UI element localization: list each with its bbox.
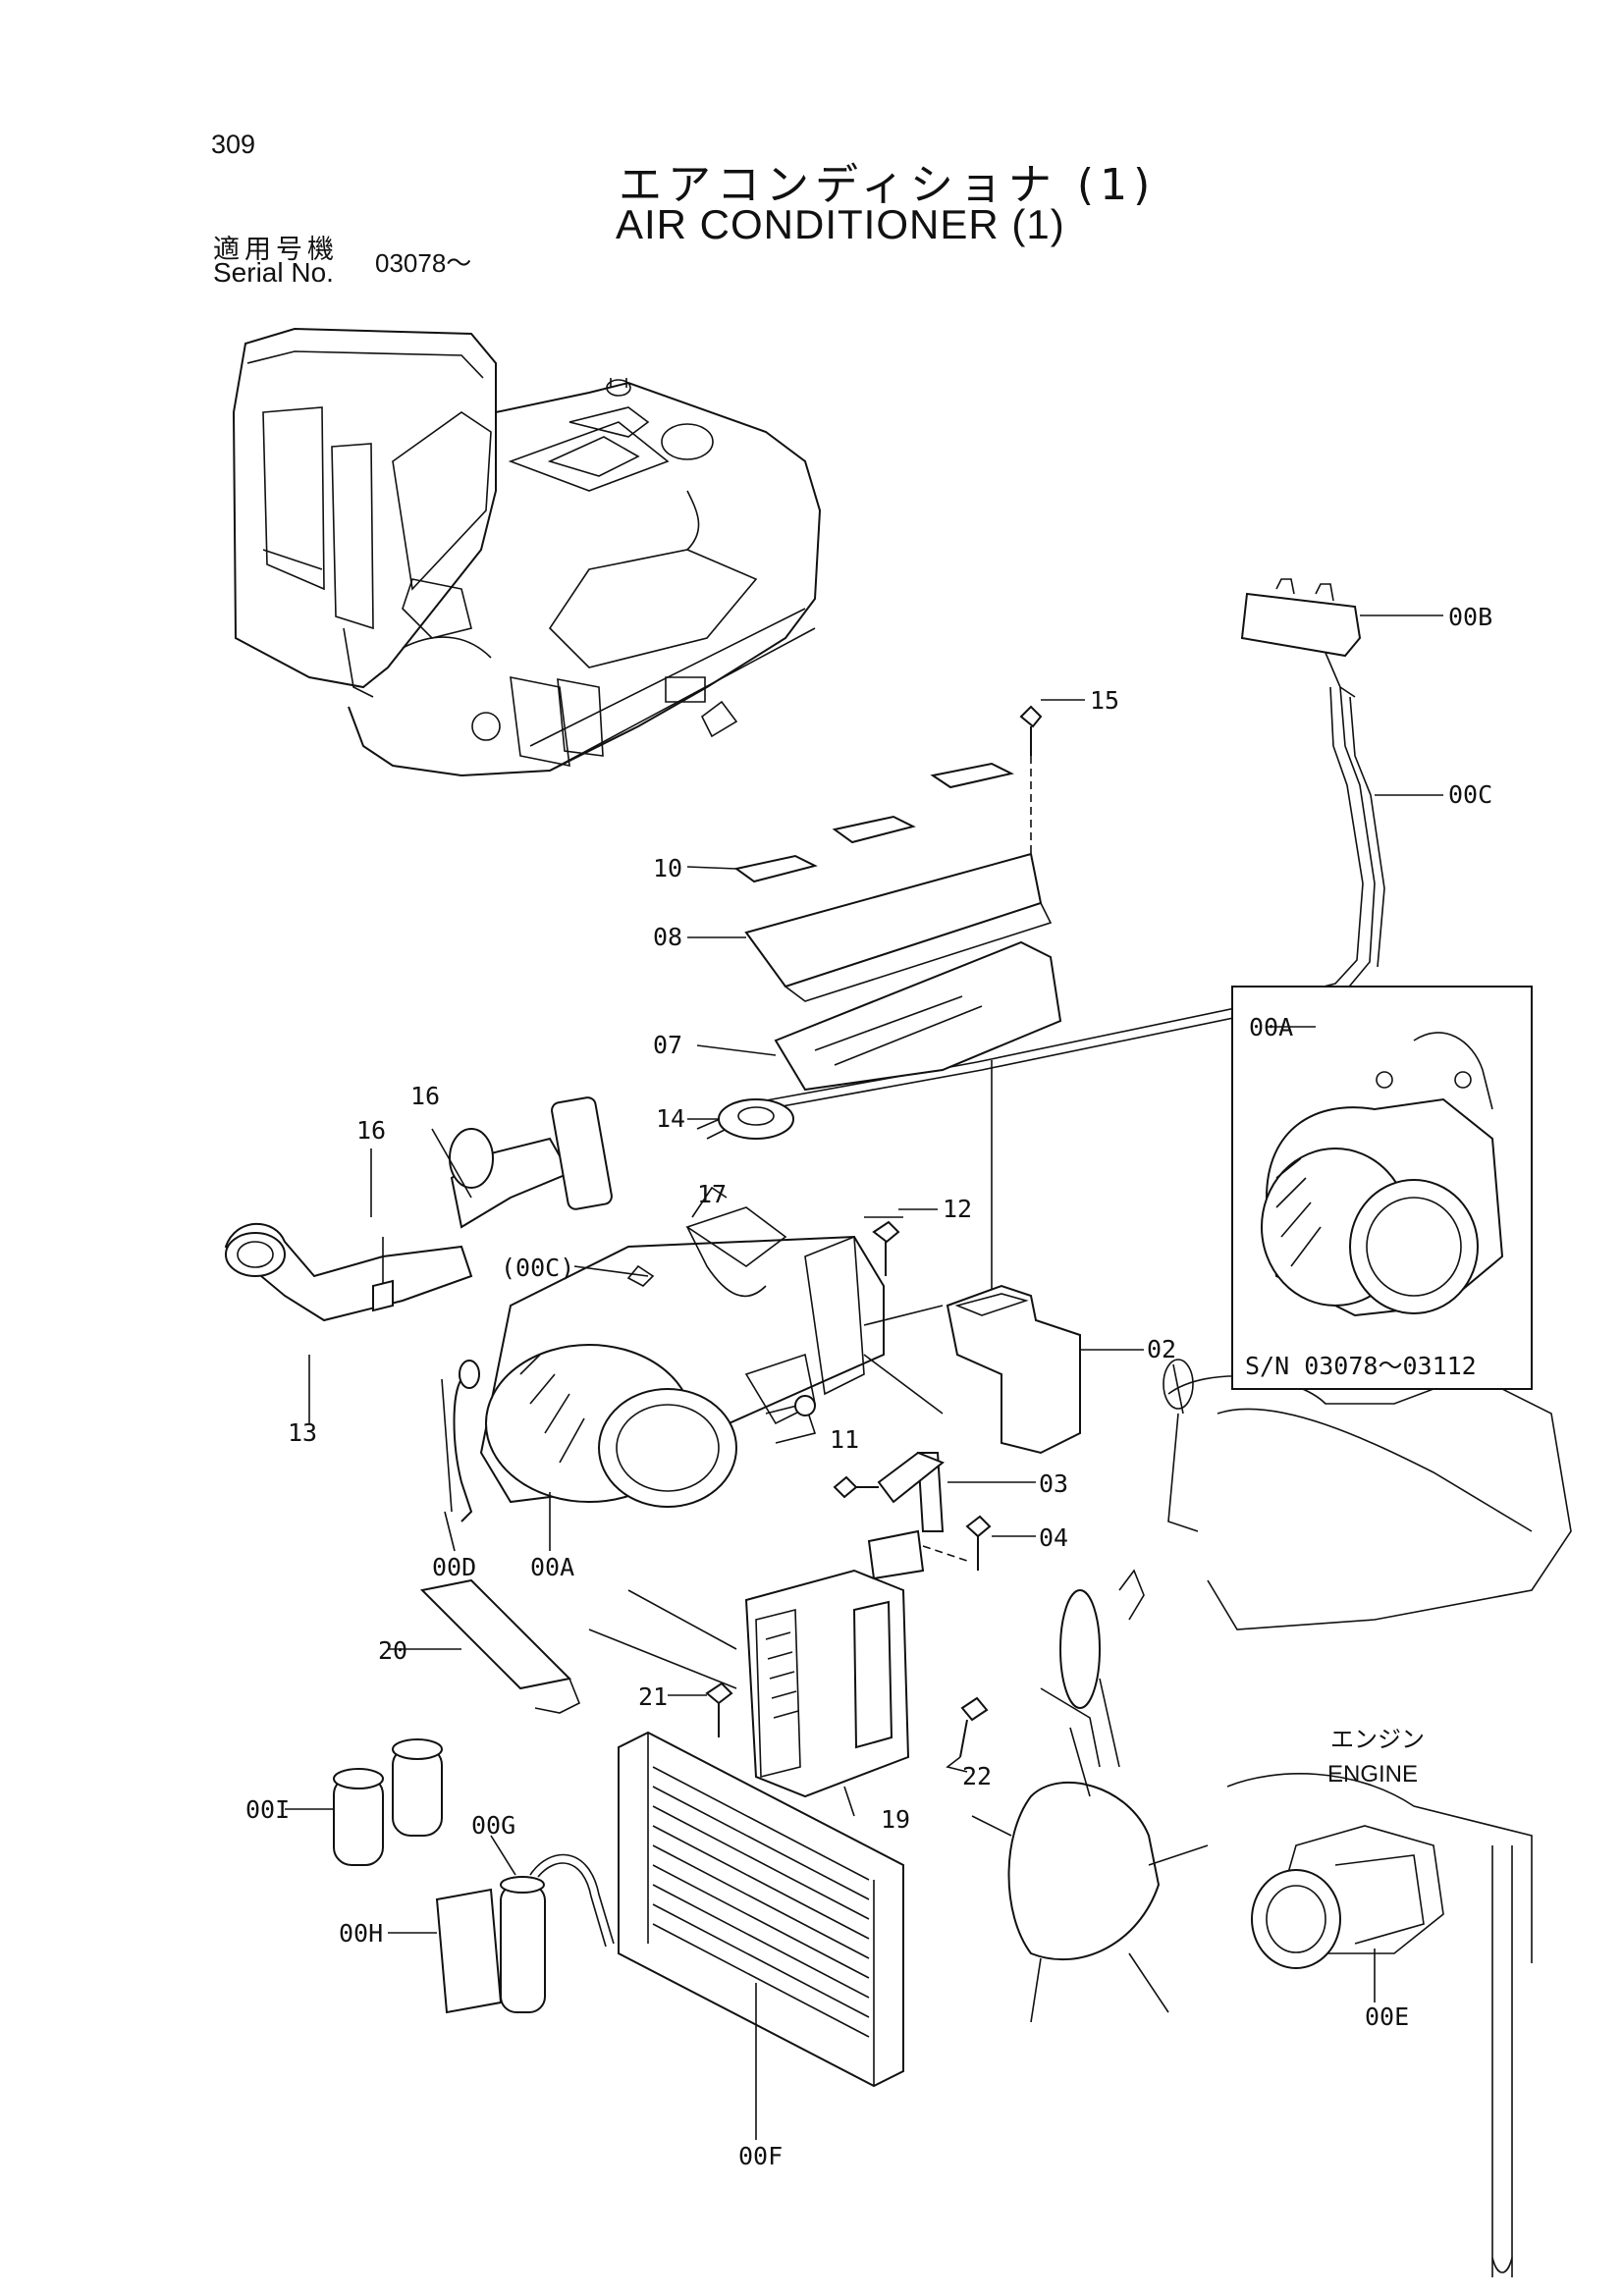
callout-00g: 00G [471, 1811, 515, 1840]
duct-and-brackets [833, 1208, 1144, 1580]
callout-19: 19 [881, 1805, 910, 1834]
callout-00c: 00C [1448, 780, 1492, 809]
title-japanese: エアコンディショナ (1) [619, 160, 1157, 210]
callout-00a: 00A [530, 1553, 574, 1581]
serial-number-value: 03078～ [375, 248, 472, 278]
switch-and-harness [696, 578, 1443, 1140]
callout-04: 04 [1039, 1523, 1068, 1552]
callout-labels: 00B 00C 15 10 08 07 14 16 16 17 12 (00C)… [245, 603, 1492, 2170]
callout-16-right: 16 [410, 1082, 440, 1110]
callout-14: 14 [656, 1104, 685, 1133]
inset-serial-range: S/N 03078～03112 [1245, 1352, 1477, 1380]
callout-13: 13 [288, 1418, 317, 1447]
engine-label-english: ENGINE [1327, 1761, 1418, 1788]
page-number: 309 [211, 130, 256, 159]
receiver-parts [285, 1738, 615, 2014]
callout-12: 12 [943, 1195, 972, 1223]
callout-10: 10 [653, 854, 682, 882]
inset-detail [1231, 986, 1533, 1390]
callout-07: 07 [653, 1031, 682, 1059]
vent-assembly [686, 699, 1085, 1306]
condenser-part [618, 1731, 904, 2140]
air-conditioner-unit [224, 1096, 944, 1552]
callout-00f: 00F [738, 2142, 783, 2170]
plate-part [388, 1578, 581, 1714]
callout-21: 21 [638, 1682, 668, 1711]
callout-02: 02 [1147, 1335, 1176, 1363]
callout-00i: 00I [245, 1795, 290, 1824]
callout-08: 08 [653, 923, 682, 951]
callout-15: 15 [1090, 686, 1119, 715]
callout-03: 03 [1039, 1469, 1068, 1498]
engine-label-japanese: エンジン [1330, 1727, 1425, 1753]
title-english: AIR CONDITIONER (1) [616, 201, 1065, 247]
callout-20: 20 [378, 1636, 407, 1665]
callout-00d: 00D [432, 1553, 476, 1581]
controller-unit [588, 1569, 989, 1817]
callout-22: 22 [962, 1762, 992, 1790]
callout-00h: 00H [339, 1919, 383, 1948]
callout-00c-paren: (00C) [501, 1254, 574, 1282]
inset-label-00a: 00A [1249, 1013, 1293, 1041]
excavator-illustration [232, 327, 822, 777]
serial-label-english: Serial No. [213, 257, 334, 288]
callout-11: 11 [830, 1425, 859, 1454]
callout-16-left: 16 [356, 1116, 386, 1145]
serial-label-japanese: 適用号機 [213, 235, 339, 265]
callout-17: 17 [697, 1180, 727, 1208]
engine-illustration [971, 1359, 1572, 2277]
callout-00e: 00E [1365, 2002, 1409, 2031]
callout-00b: 00B [1448, 603, 1492, 631]
